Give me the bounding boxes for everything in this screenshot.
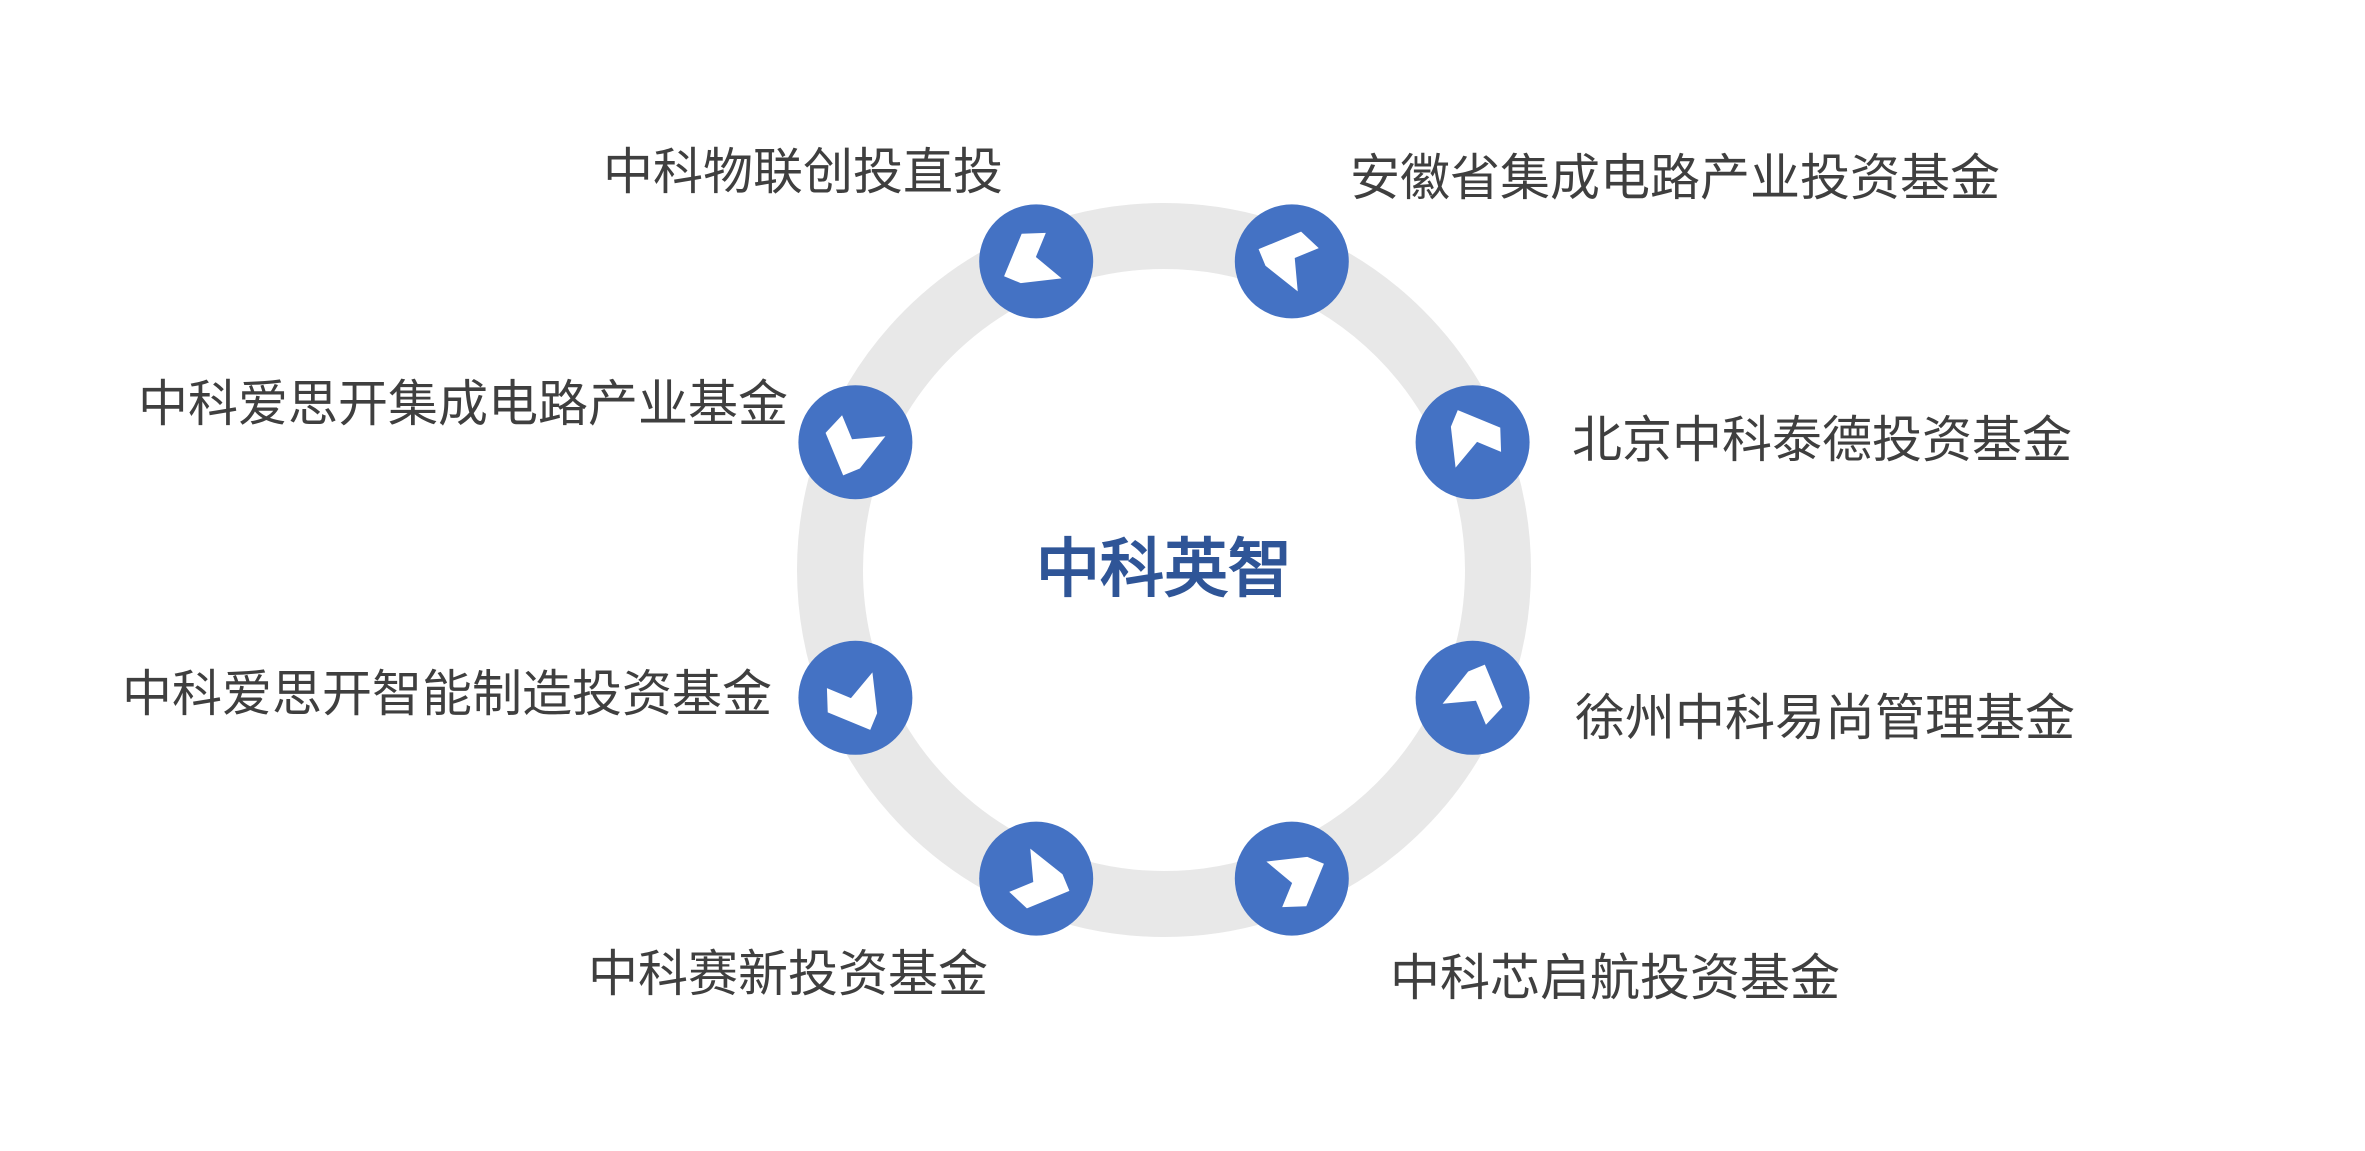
node-label: 北京中科泰德投资基金 xyxy=(1572,411,2072,469)
node-label: 徐州中科易尚管理基金 xyxy=(1575,689,2075,747)
node-4 xyxy=(1234,821,1349,936)
chevron-arrow-icon xyxy=(1442,664,1503,725)
node-6 xyxy=(798,640,913,755)
node-2 xyxy=(1415,385,1530,500)
node-7 xyxy=(798,385,913,500)
outer-ring xyxy=(797,203,1531,937)
node-label: 中科爱思开集成电路产业基金 xyxy=(138,375,788,433)
node-0 xyxy=(979,204,1094,319)
chevron-arrow-icon xyxy=(1004,232,1062,284)
chevron-arrow-icon xyxy=(1450,410,1502,468)
node-1 xyxy=(1234,204,1349,319)
node-label: 中科爱思开智能制造投资基金 xyxy=(122,665,772,723)
node-label: 中科芯启航投资基金 xyxy=(1390,949,1840,1007)
chevron-arrow-icon xyxy=(1266,856,1324,908)
node-group xyxy=(798,204,1530,936)
chevron-arrow-icon xyxy=(825,415,886,476)
node-5 xyxy=(979,821,1094,936)
node-label: 中科赛新投资基金 xyxy=(588,945,988,1003)
node-label: 安徽省集成电路产业投资基金 xyxy=(1350,149,2000,207)
chevron-arrow-icon xyxy=(826,672,878,730)
chevron-arrow-icon xyxy=(1009,848,1070,909)
node-label: 中科物联创投直投 xyxy=(603,143,1003,201)
node-3 xyxy=(1415,640,1530,755)
chevron-arrow-icon xyxy=(1258,231,1319,292)
center-title: 中科英智 xyxy=(1036,533,1292,607)
